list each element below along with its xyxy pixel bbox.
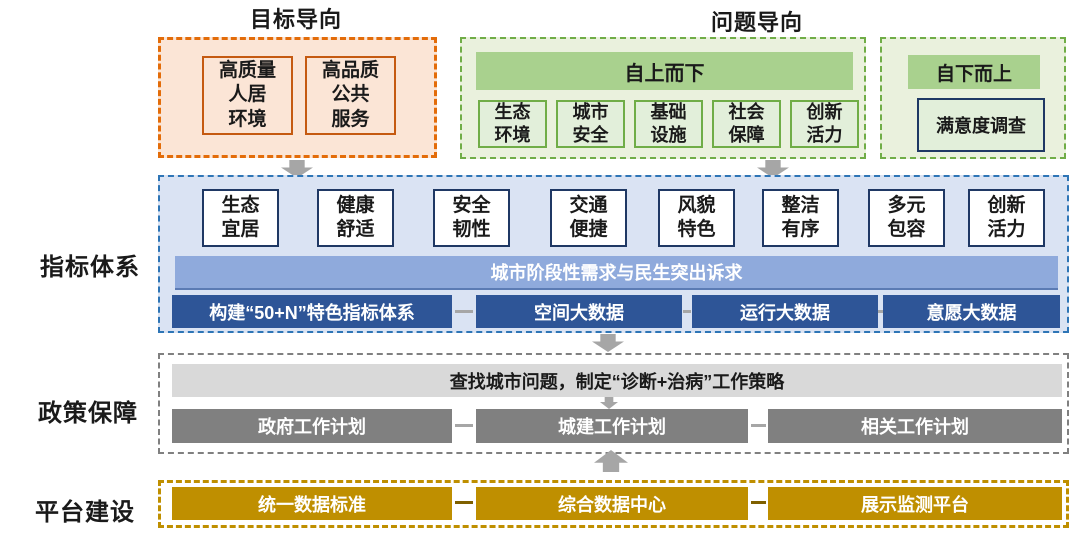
indicator-box-eco-livable: 生态 宜居 bbox=[202, 189, 279, 247]
data-box-50n-system: 构建“50+N”特色指标体系 bbox=[172, 295, 452, 328]
indicator-box-tidy: 整洁 有序 bbox=[762, 189, 839, 247]
topdown-box-social-security: 社会 保障 bbox=[712, 100, 781, 148]
bottomup-section: 自下而上 满意度调查 bbox=[880, 37, 1066, 159]
problem-orientation-label: 问题导向 bbox=[711, 10, 804, 35]
demand-bar: 城市阶段性需求与民生突出诉求 bbox=[175, 256, 1058, 290]
goal-section: 高质量 人居 环境 高品质 公共 服务 bbox=[158, 37, 437, 158]
goal-box-living-environment: 高质量 人居 环境 bbox=[202, 56, 293, 135]
policy-section: 查找城市问题，制定“诊断+治病”工作策略 政府工作计划 城建工作计划 相关工作计… bbox=[158, 353, 1069, 454]
indicator-box-character: 风貌 特色 bbox=[658, 189, 735, 247]
indicator-box-safe-resilient: 安全 韧性 bbox=[433, 189, 510, 247]
platform-box-data-center: 综合数据中心 bbox=[476, 487, 748, 520]
topdown-box-ecology: 生态 环境 bbox=[478, 100, 547, 148]
connector-line bbox=[455, 501, 473, 504]
goal-box-public-service: 高品质 公共 服务 bbox=[305, 56, 396, 135]
side-label-indicator-system: 指标体系 bbox=[40, 254, 140, 281]
connector-line bbox=[455, 424, 473, 427]
topdown-box-safety: 城市 安全 bbox=[556, 100, 625, 148]
satisfaction-survey-box: 满意度调查 bbox=[917, 98, 1045, 152]
connector-line bbox=[751, 501, 766, 504]
plan-box-government: 政府工作计划 bbox=[172, 409, 452, 443]
indicator-box-innovative: 创新 活力 bbox=[968, 189, 1045, 247]
topdown-header: 自上而下 bbox=[476, 52, 853, 90]
platform-section: 统一数据标准 综合数据中心 展示监测平台 bbox=[158, 480, 1069, 528]
data-box-spatial: 空间大数据 bbox=[476, 295, 682, 328]
platform-box-data-standard: 统一数据标准 bbox=[172, 487, 452, 520]
connector-line bbox=[455, 310, 473, 313]
connector-line bbox=[751, 424, 766, 427]
policy-strategy-bar: 查找城市问题，制定“诊断+治病”工作策略 bbox=[172, 364, 1062, 397]
side-label-platform-construction: 平台建设 bbox=[35, 499, 135, 526]
plan-box-related: 相关工作计划 bbox=[768, 409, 1062, 443]
data-box-operation: 运行大数据 bbox=[692, 295, 878, 328]
topdown-box-infrastructure: 基础 设施 bbox=[634, 100, 703, 148]
bottomup-header: 自下而上 bbox=[908, 55, 1040, 89]
side-label-policy-guarantee: 政策保障 bbox=[38, 400, 138, 427]
plan-box-urban-construction: 城建工作计划 bbox=[476, 409, 748, 443]
topdown-section: 自上而下 生态 环境 城市 安全 基础 设施 社会 保障 创新 活力 bbox=[460, 37, 866, 159]
topdown-box-innovation: 创新 活力 bbox=[790, 100, 859, 148]
indicator-box-healthy: 健康 舒适 bbox=[317, 189, 394, 247]
data-box-willingness: 意愿大数据 bbox=[883, 295, 1060, 328]
indicator-section: 生态 宜居 健康 舒适 安全 韧性 交通 便捷 风貌 特色 整洁 有序 多元 包… bbox=[158, 175, 1069, 333]
down-arrow-icon bbox=[592, 334, 624, 352]
down-arrow-icon bbox=[600, 397, 618, 409]
connector-line bbox=[878, 310, 883, 313]
indicator-box-inclusive: 多元 包容 bbox=[868, 189, 945, 247]
indicator-box-transport: 交通 便捷 bbox=[550, 189, 627, 247]
connector-line bbox=[683, 310, 691, 313]
platform-box-monitoring: 展示监测平台 bbox=[768, 487, 1062, 520]
goal-orientation-label: 目标导向 bbox=[250, 7, 343, 32]
